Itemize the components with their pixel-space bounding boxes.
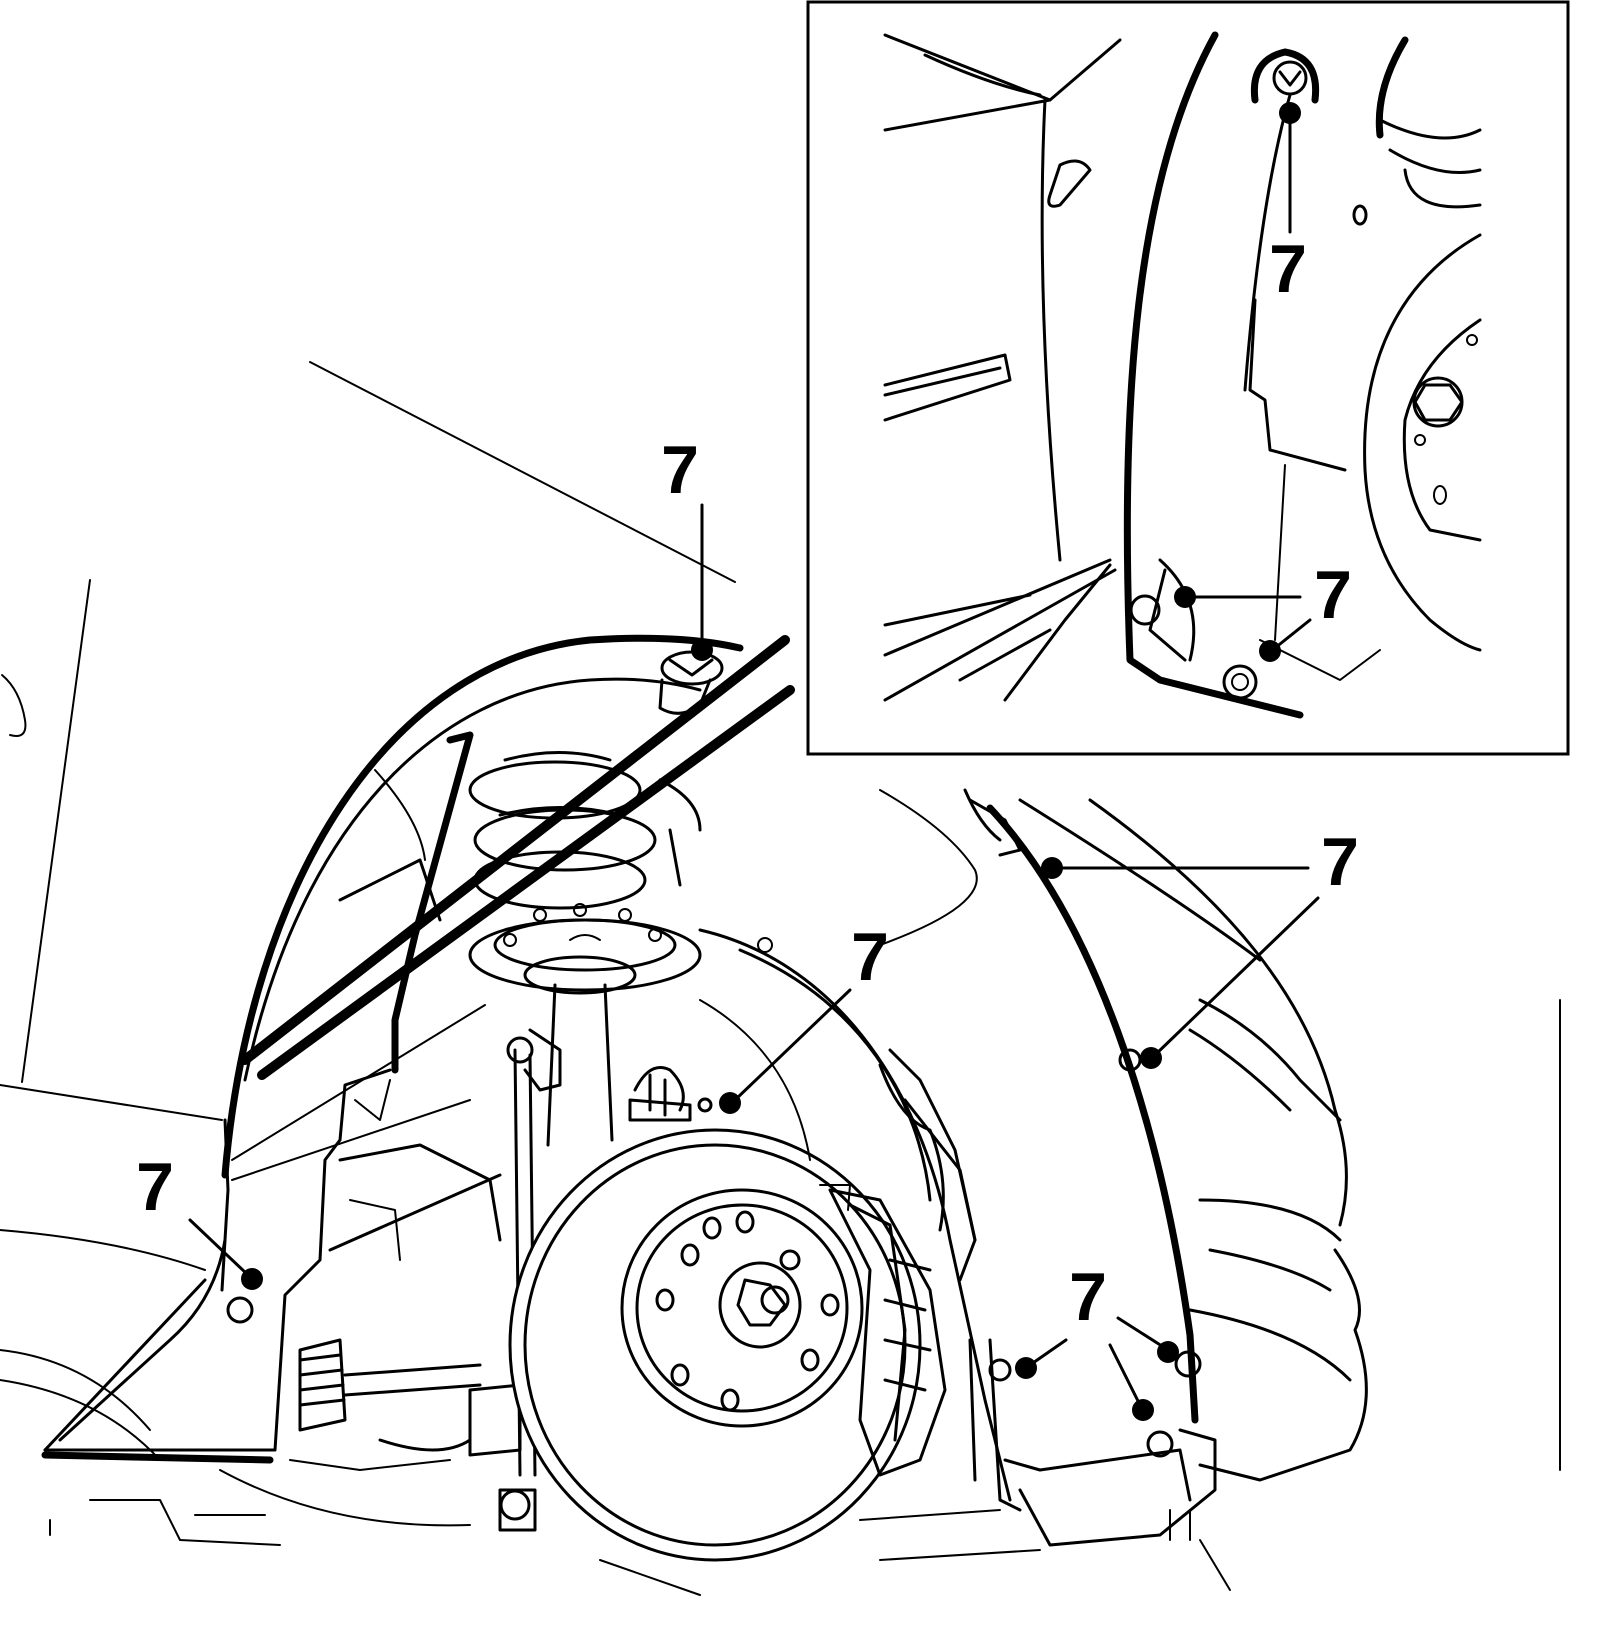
callout-inset-bottom: 7 — [1174, 557, 1352, 662]
callout-label: 7 — [1069, 1259, 1107, 1335]
callout-main-lower-right: 7 — [1015, 1259, 1179, 1421]
inner-liner-arc — [698, 789, 1012, 1502]
callout-main-strut: 7 — [719, 919, 889, 1114]
callout-label: 7 — [136, 1149, 174, 1225]
wheel-arch-right — [963, 788, 1368, 1547]
callout-label: 7 — [1321, 824, 1359, 900]
ground — [49, 999, 1561, 1596]
callout-label: 7 — [1314, 557, 1352, 633]
wheel-arch-liner — [41, 731, 474, 1464]
callout-main-right-upper: 7 — [1041, 824, 1359, 1069]
inset-view — [806, 0, 1570, 756]
callout-label: 7 — [661, 432, 699, 508]
brake-hose — [628, 1066, 692, 1122]
callout-main-top: 7 — [661, 432, 713, 661]
wheel-arch-outer — [220, 634, 744, 1292]
callout-label: 7 — [1269, 231, 1307, 307]
lower-arm — [89, 1143, 502, 1546]
strut-spring — [468, 751, 702, 1147]
callout-main-left: 7 — [136, 1149, 263, 1290]
main-view — [0, 361, 1561, 1596]
drive-shaft — [219, 1338, 522, 1527]
fasteners-main — [226, 1048, 1202, 1458]
callout-label: 7 — [851, 919, 889, 995]
inset-body — [883, 33, 1122, 702]
fasteners-inset — [1129, 48, 1320, 700]
body-panel — [0, 361, 736, 1461]
brake-caliper — [819, 1184, 947, 1477]
callout-inset-top: 7 — [1269, 102, 1307, 307]
inset-wheel — [1363, 233, 1482, 652]
